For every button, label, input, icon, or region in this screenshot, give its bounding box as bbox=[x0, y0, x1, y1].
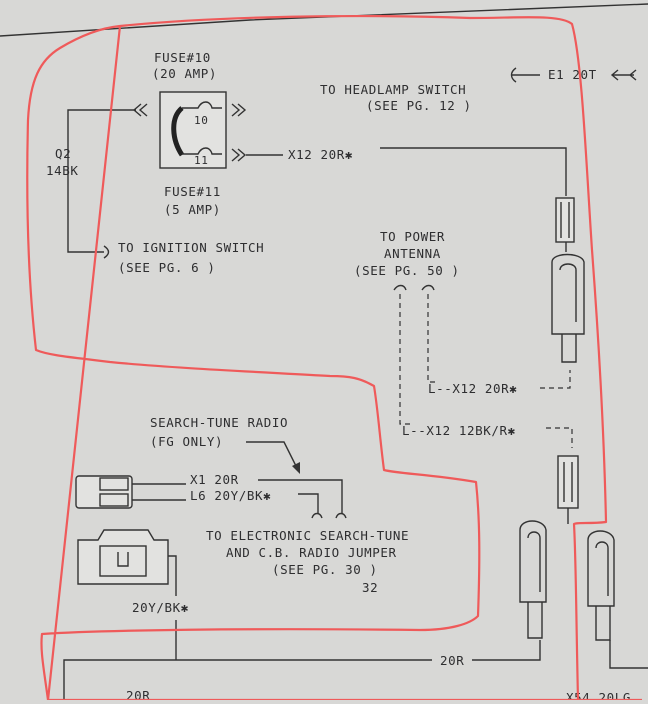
fuse11-label: FUSE#11 bbox=[164, 184, 221, 199]
antenna-page: (SEE PG. 50 ) bbox=[354, 263, 460, 278]
wire-x12-12bk-label: L--X12 12BK/R✱ bbox=[402, 423, 516, 438]
fuse-bus-bar bbox=[171, 106, 185, 157]
connector-tail bbox=[561, 334, 577, 363]
ignition-page: (SEE PG. 6 ) bbox=[118, 260, 216, 275]
wire-20r-bottom-b bbox=[472, 640, 541, 661]
search-tune-note: SEARCH-TUNE RADIO bbox=[150, 415, 288, 430]
lower-connector-window bbox=[99, 545, 147, 577]
connector-hook-icon bbox=[311, 512, 323, 519]
connector-hook-icon bbox=[393, 284, 407, 291]
terminal-chevron-icon bbox=[610, 69, 637, 81]
connector-hook-icon bbox=[421, 284, 435, 291]
wire-x54 bbox=[609, 640, 648, 669]
radio-pin-1 bbox=[99, 477, 129, 491]
headlamp-page: (SEE PG. 12 ) bbox=[366, 98, 472, 113]
wire-x1 bbox=[258, 479, 343, 514]
wire-x12-12bk-dashed-end bbox=[546, 427, 573, 448]
connector-pin bbox=[560, 202, 570, 238]
antenna-note-2: ANTENNA bbox=[384, 246, 441, 261]
bottom-connector-a bbox=[519, 520, 547, 639]
wire-20y-label: 20Y/BK✱ bbox=[132, 600, 189, 615]
connector-tail bbox=[595, 606, 611, 641]
page-edge-line bbox=[0, 3, 648, 37]
right-connector bbox=[551, 197, 585, 363]
fuse11-rating: (5 AMP) bbox=[164, 202, 221, 217]
fuse-block-body bbox=[159, 91, 227, 169]
arrow-head-icon bbox=[292, 462, 300, 474]
fuse-block bbox=[159, 91, 227, 169]
antenna-note-1: TO POWER bbox=[380, 229, 445, 244]
connector-socket bbox=[519, 520, 547, 603]
connector-socket bbox=[587, 530, 615, 607]
fuse11-element bbox=[182, 147, 222, 155]
electronic-note-1: TO ELECTRONIC SEARCH-TUNE bbox=[206, 528, 409, 543]
radio-connector bbox=[75, 475, 133, 509]
electronic-note-2: AND C.B. RADIO JUMPER bbox=[226, 545, 397, 560]
wire-20r-bottom-label: 20R bbox=[440, 653, 464, 668]
wire-q2 bbox=[67, 109, 136, 253]
wire-x1-label: X1 20R bbox=[190, 472, 239, 487]
connector-hook-icon bbox=[335, 512, 347, 519]
bottom-connector-b bbox=[587, 530, 648, 669]
fuse10-element bbox=[182, 101, 222, 109]
connector-socket-inner bbox=[595, 541, 609, 596]
radio-pin-2 bbox=[99, 493, 129, 507]
wire-x12-20r-label: L--X12 20R✱ bbox=[428, 381, 517, 396]
wire-x12-12bk-dashed bbox=[399, 294, 410, 425]
wire-q2-label: Q2 bbox=[55, 146, 71, 161]
fuse10-rating: (20 AMP) bbox=[152, 66, 217, 81]
fuse10-number: 10 bbox=[194, 114, 208, 127]
wire-q2-color: 14BK bbox=[46, 163, 79, 178]
connector-socket-inner bbox=[559, 263, 577, 322]
wire-20r-bottom-a bbox=[63, 659, 432, 700]
connector-hook-icon bbox=[103, 245, 110, 259]
radio-connector-body bbox=[75, 475, 133, 509]
connector-housing bbox=[557, 455, 579, 509]
fuse10-label: FUSE#10 bbox=[154, 50, 211, 65]
wire-e1-label: E1 20T bbox=[548, 67, 597, 82]
connector-socket bbox=[551, 253, 585, 335]
wire-x12-20r-dashed-end bbox=[540, 370, 571, 389]
lower-connector bbox=[77, 529, 177, 596]
fuse11-number: 11 bbox=[194, 154, 208, 167]
page-number: 32 bbox=[362, 580, 378, 595]
terminal-chevron-icon bbox=[231, 148, 247, 162]
mid-connector bbox=[557, 455, 579, 524]
search-tune-only: (FG ONLY) bbox=[150, 434, 223, 449]
terminal-chevron-icon bbox=[231, 103, 247, 117]
electronic-page: (SEE PG. 30 ) bbox=[272, 562, 378, 577]
wire-20y-drop bbox=[168, 555, 177, 596]
connector-tail bbox=[527, 602, 543, 639]
lower-connector-pin bbox=[117, 552, 129, 567]
connector-housing bbox=[555, 197, 575, 243]
bottom-right-label: X54 20LG bbox=[566, 690, 631, 700]
highlight-outline bbox=[26, 14, 608, 702]
leader-arrow-line bbox=[246, 441, 299, 471]
connector-hook-icon bbox=[510, 67, 540, 83]
ignition-note: TO IGNITION SWITCH bbox=[118, 240, 264, 255]
headlamp-note: TO HEADLAMP SWITCH bbox=[320, 82, 466, 97]
wire-l6 bbox=[298, 493, 319, 514]
connector-pin bbox=[563, 462, 573, 502]
wire-x12 bbox=[380, 147, 567, 196]
wire-20r-left-label: 20R bbox=[126, 688, 150, 700]
wire-x12-20r-dashed bbox=[427, 294, 436, 383]
wire-x12-label: X12 20R✱ bbox=[288, 147, 353, 162]
wire-l6-label: L6 20Y/BK✱ bbox=[190, 488, 271, 503]
connector-socket-inner bbox=[527, 531, 541, 592]
